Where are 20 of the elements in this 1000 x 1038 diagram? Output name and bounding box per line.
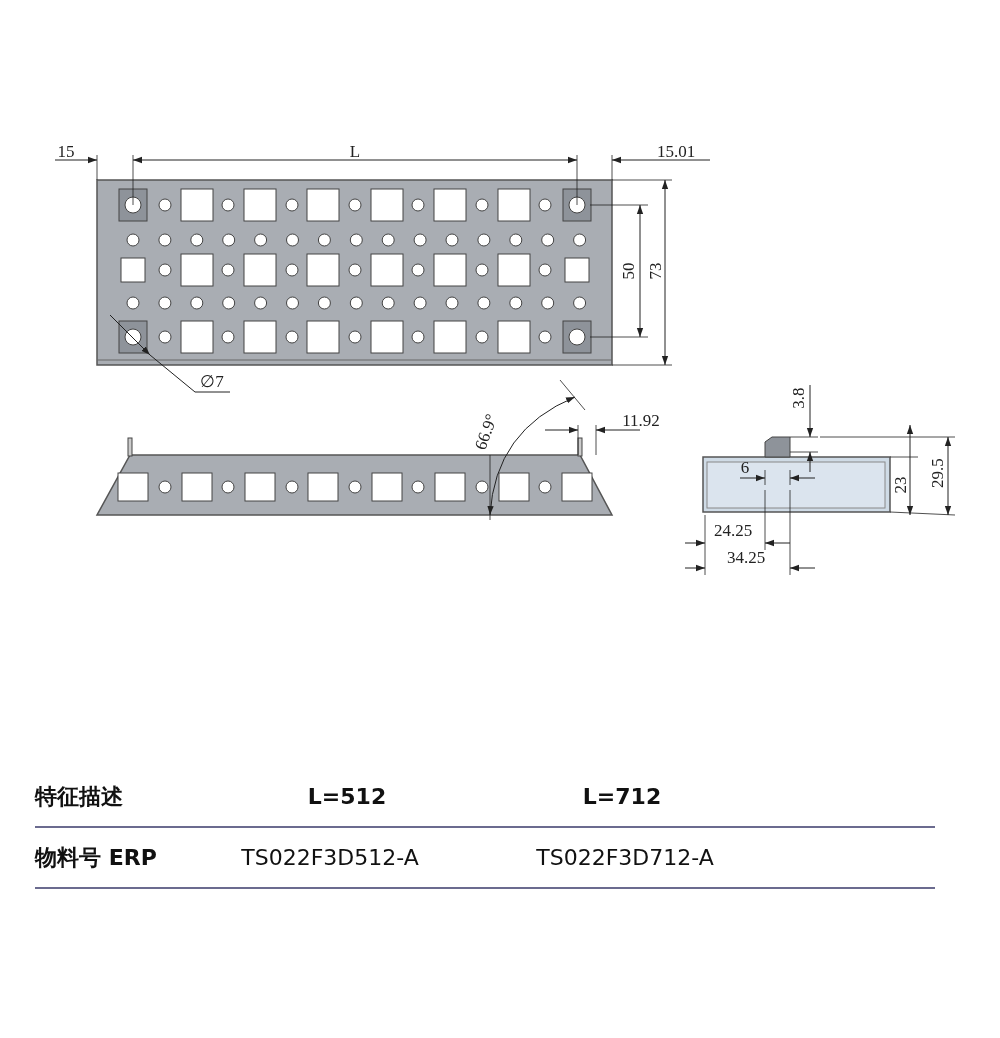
angle-value: 66.9° [471, 411, 501, 453]
dimension-value: 73 [646, 262, 664, 280]
table-header-cell: L=512 [307, 786, 387, 808]
table-header-cell: L=712 [582, 786, 662, 808]
table-cell: TS022F3D712-A [536, 847, 714, 869]
dimension-value: 34.25 [726, 548, 766, 566]
dimension-value: 15.01 [656, 142, 696, 160]
dimension-value: 50 [619, 262, 637, 280]
dimension-value: 24.25 [713, 521, 753, 539]
dimension-value: 29.5 [928, 458, 946, 488]
dimension-value: L [349, 142, 361, 160]
dimension-value: 15 [57, 142, 75, 160]
diameter-value: ∅7 [200, 372, 224, 390]
dimension-value: 23 [891, 476, 909, 494]
table-row-header-cell: 物料号 ERP [35, 847, 157, 869]
dimension-value: 6 [740, 458, 750, 476]
table-header-cell: 特征描述 [35, 786, 123, 808]
dimension-value: 11.92 [622, 411, 660, 429]
dimension-value: 3.8 [789, 387, 807, 409]
table-cell: TS022F3D512-A [241, 847, 419, 869]
